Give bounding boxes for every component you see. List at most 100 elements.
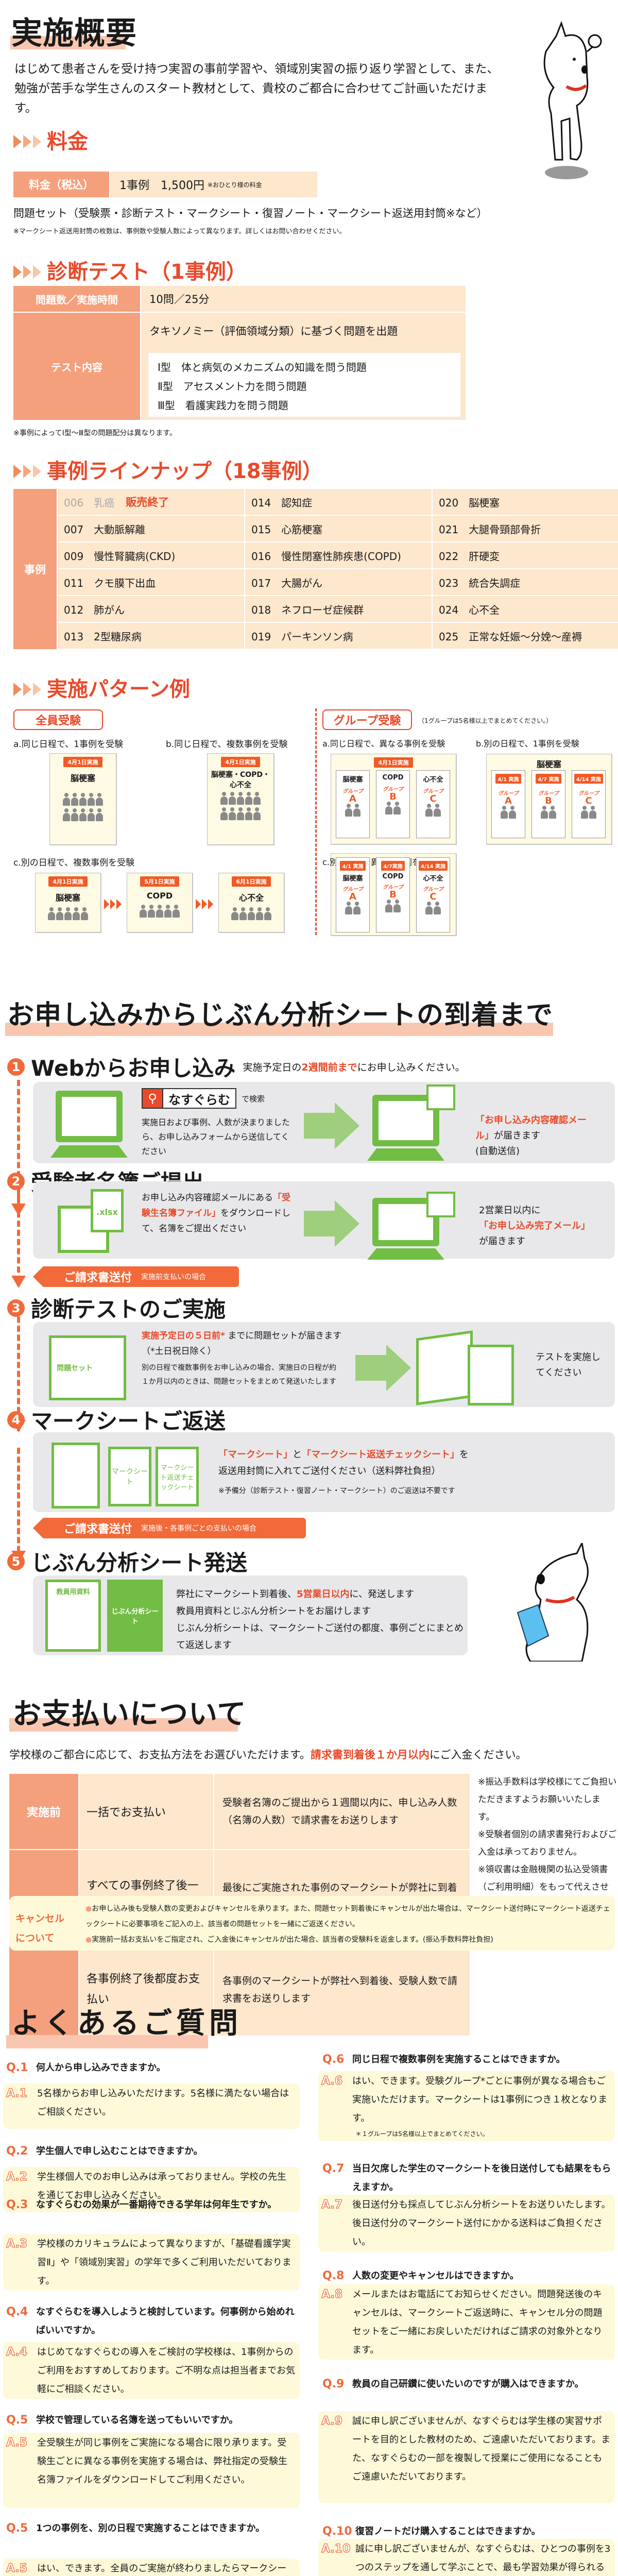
case-item: 022 肝硬変 — [433, 543, 618, 568]
pattern-card: 4月1日実施 脳梗塞 — [35, 873, 101, 933]
step-4-text: 「マークシート」と「マークシート返送チェックシート」を 返送用封筒に入れてご送付… — [218, 1449, 469, 1495]
computer-icon — [50, 1091, 128, 1158]
case-item: 015 心筋梗塞 — [245, 516, 432, 541]
lineup-row-label: 事例 — [13, 489, 57, 649]
fee-value: 1事例 1,500円 ※おひとり様の料金 — [110, 172, 317, 197]
group-note: （1グループは5名様以上でまとめてください。） — [418, 717, 553, 724]
case-item: 025 正常な妊娠～分娩～産褥 — [433, 623, 618, 649]
right-arrow-icon — [304, 1113, 335, 1139]
step-5-box — [33, 1575, 468, 1655]
step-3-text: 実施予定日の５日前* までに問題セットが届きます（*土日祝日除く） 別の日程で複… — [142, 1331, 342, 1386]
test-note: ※事例によってⅠ型～Ⅲ型の問題配分は異なります。 — [13, 429, 177, 437]
lineup-grid: 006 乳癌販売終了 014 認知症 020 脳梗塞 007 大動脈解離 015… — [58, 489, 618, 649]
pattern-card: 4月1日実施 脳梗塞 — [49, 753, 116, 845]
test-type-3: Ⅲ型 看護実践力を問う問題 — [158, 399, 288, 412]
set-contents: 問題セット（受験票・診断テスト・マークシート・復習ノート・マークシート返送用封筒… — [13, 207, 488, 219]
people-icons — [219, 907, 284, 923]
case-item: 020 脳梗塞 — [433, 489, 618, 515]
pattern-card: 4月1日実施 脳梗塞・COPD・心不全 — [207, 753, 274, 845]
search-box[interactable]: ⚲ なすぐらむ で検索 — [142, 1088, 265, 1109]
test-types-list: Ⅰ型 体と病気のメカニズムの知識を問う問題 Ⅱ型 アセスメント力を問う問題 Ⅲ型… — [148, 353, 460, 417]
dog-reading-icon — [517, 1543, 589, 1662]
search-icon: ⚲ — [142, 1088, 162, 1109]
people-icons — [208, 792, 273, 823]
next-arrow-icon — [104, 899, 123, 911]
teacher-doc-icon: 教員用資料 — [45, 1580, 101, 1652]
page-title: 実施概要 — [11, 15, 137, 52]
faq-answer: A.5はい、できます。全員のご実施が終わりましたらマークシートをご返送ください。 — [3, 2558, 300, 2576]
title-underline — [5, 1023, 553, 1036]
people-icons — [36, 907, 100, 923]
people-icons — [127, 905, 192, 920]
pattern-divider — [315, 708, 317, 935]
cancel-item: ●お申し込み後も受験人数の変更およびキャンセルを承ります。また、問題セット到着後… — [85, 1905, 610, 1928]
all-c-label: c.別の日程で、複数事例を受験 — [13, 858, 135, 868]
group-b-label: b.別の日程で、1事例を受験 — [476, 739, 579, 749]
right-arrow-icon — [355, 1355, 386, 1381]
faq-footnote: ＊１グループは5名様以上でまとめてください。 — [355, 2130, 489, 2138]
section-title-test: 診断テスト（1事例） — [13, 262, 247, 282]
section-title-fee: 料金 — [13, 131, 88, 152]
title-underline — [9, 1718, 238, 1732]
search-term: なすぐらむ — [162, 1088, 236, 1109]
fee-label: 料金（税込） — [13, 172, 109, 197]
mark-sheet-icon: マークシート — [108, 1447, 151, 1506]
test-type-1: Ⅰ型 体と病気のメカニズムの知識を問う問題 — [158, 361, 367, 374]
title-underline — [6, 2035, 208, 2048]
case-item: 017 大腸がん — [245, 569, 432, 595]
step-1-right-text: 「お申し込み内容確認メール」が届きます(自動送信) — [475, 1115, 587, 1157]
step-2-right-text: 2営業日以内に「お申し込み完了メール」が届きます — [479, 1205, 590, 1247]
case-item: 007 大動脈解離 — [58, 516, 244, 541]
case-item: 013 2型糖尿病 — [58, 623, 244, 649]
pattern-card: 6月1日実施 心不全 — [218, 873, 284, 933]
test-label-content: テスト内容 — [13, 313, 140, 420]
badge-all: 全員受験 — [13, 709, 103, 730]
flow-title: お申し込みからじぶん分析シートの到着まで — [7, 1000, 554, 1031]
step-3-right-text: テストを実施してください — [536, 1352, 600, 1378]
case-item: 021 大腿骨頸部骨折 — [433, 516, 618, 541]
case-item: 023 統合失調症 — [433, 569, 618, 595]
step-3-box — [33, 1322, 615, 1407]
triple-arrow-icon — [13, 135, 43, 148]
triple-arrow-icon — [13, 265, 43, 279]
badge-group: グループ受験 — [322, 709, 412, 730]
pay-group-before: 実施前 — [9, 1774, 78, 1849]
case-item: 012 肺がん — [58, 596, 244, 622]
cancel-list: ●お申し込み後も受験人数の変更およびキャンセルを承ります。また、問題セット到着後… — [85, 1901, 611, 1947]
section-title-lineup: 事例ラインナップ（18事例） — [13, 461, 323, 482]
title-underline — [10, 36, 126, 49]
right-arrow-icon — [304, 1211, 335, 1236]
test-type-2: Ⅱ型 アセスメント力を問う問題 — [158, 380, 307, 393]
section-title-patterns: 実施パターン例 — [13, 679, 190, 700]
case-item: 014 認知症 — [245, 489, 432, 515]
case-item: 016 慢性閉塞性肺疾患(COPD) — [245, 543, 432, 568]
sold-out-badge: 販売終了 — [126, 496, 169, 509]
pay-method: 各事例終了後都度お支払い — [79, 1944, 213, 2036]
envelope-icon — [426, 1084, 455, 1110]
pattern-card: 5月1日実施 COPD — [127, 873, 193, 933]
people-icons — [50, 793, 116, 824]
analysis-sheet-icon: じぶん分析シート — [107, 1580, 163, 1652]
test-label-count: 問題数／実施時間 — [13, 286, 140, 312]
